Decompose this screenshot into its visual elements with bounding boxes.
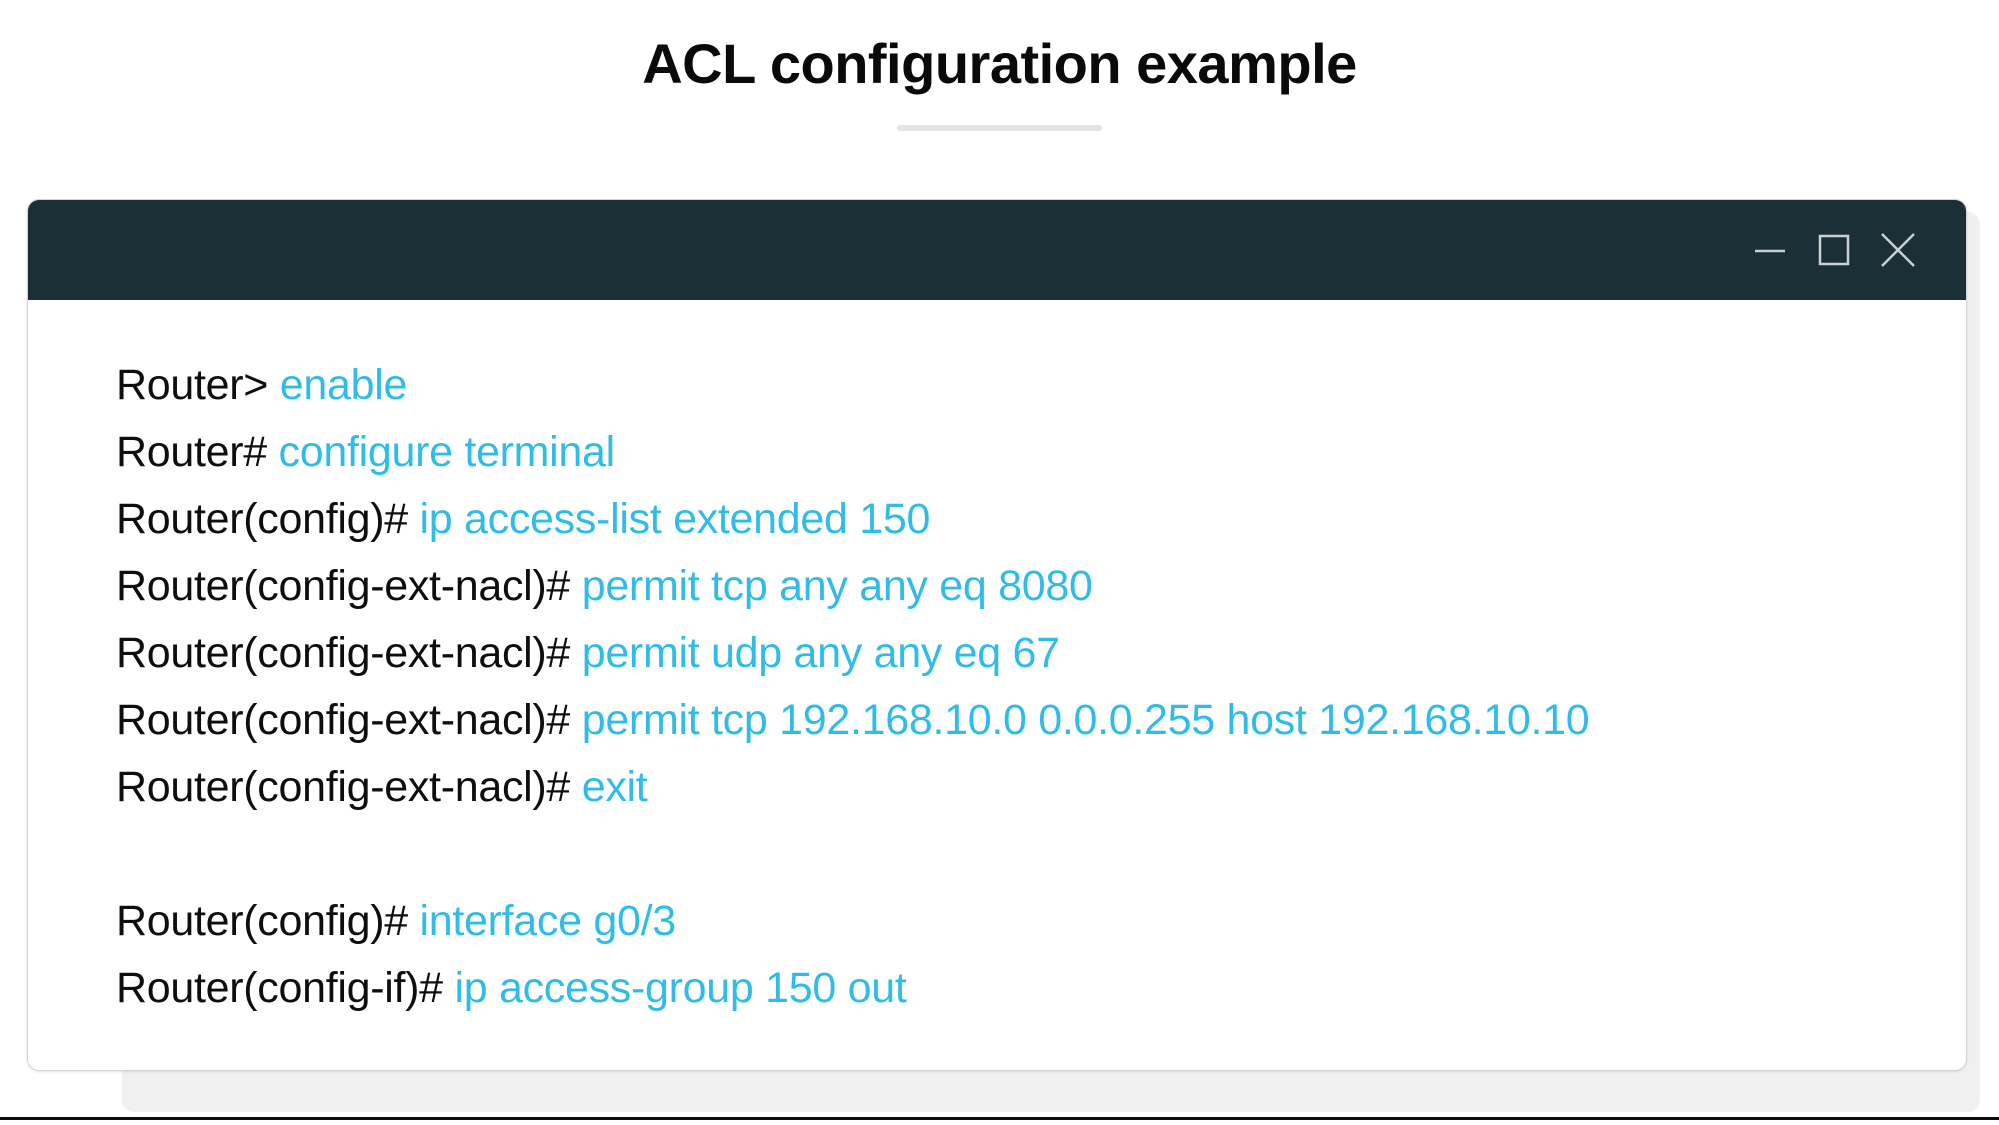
terminal-prompt: Router(config-ext-nacl)# bbox=[116, 629, 582, 677]
terminal-command: ip access-list extended 150 bbox=[419, 495, 931, 543]
terminal-titlebar[interactable] bbox=[28, 200, 1966, 300]
terminal-line: Router(config)# ip access-list extended … bbox=[116, 486, 1926, 553]
minimize-icon bbox=[1749, 229, 1791, 271]
terminal-prompt: Router(config-if)# bbox=[116, 964, 455, 1012]
page-bottom-rule bbox=[0, 1117, 1999, 1120]
page-header: ACL configuration example bbox=[0, 0, 1999, 132]
page-title: ACL configuration example bbox=[642, 32, 1357, 95]
terminal-command: permit tcp any any eq 8080 bbox=[581, 562, 1093, 610]
terminal-command: exit bbox=[581, 763, 648, 811]
terminal-prompt: Router(config-ext-nacl)# bbox=[116, 696, 582, 744]
terminal-prompt: Router> bbox=[116, 361, 280, 409]
terminal-prompt: Router(config-ext-nacl)# bbox=[116, 763, 582, 811]
terminal-line-blank bbox=[116, 821, 1926, 888]
close-icon bbox=[1875, 227, 1921, 273]
terminal-prompt: Router(config-ext-nacl)# bbox=[116, 562, 582, 610]
title-divider bbox=[897, 125, 1102, 132]
minimize-button[interactable] bbox=[1738, 218, 1802, 282]
terminal-command: permit tcp 192.168.10.0 0.0.0.255 host 1… bbox=[581, 696, 1590, 744]
terminal-line: Router> enable bbox=[116, 352, 1926, 419]
terminal-command: permit udp any any eq 67 bbox=[581, 629, 1060, 677]
maximize-button[interactable] bbox=[1802, 218, 1866, 282]
maximize-icon bbox=[1813, 229, 1855, 271]
terminal-prompt: Router(config)# bbox=[116, 495, 420, 543]
terminal-line: Router(config)# interface g0/3 bbox=[116, 888, 1926, 955]
terminal-line: Router(config-ext-nacl)# permit tcp 192.… bbox=[116, 687, 1926, 754]
terminal-command: ip access-group 150 out bbox=[454, 964, 907, 1012]
terminal-command: configure terminal bbox=[278, 428, 616, 476]
terminal-line: Router(config-ext-nacl)# exit bbox=[116, 754, 1926, 821]
terminal-line: Router# configure terminal bbox=[116, 419, 1926, 486]
terminal-prompt: Router(config)# bbox=[116, 897, 420, 945]
terminal-line: Router(config-if)# ip access-group 150 o… bbox=[116, 955, 1926, 1022]
close-button[interactable] bbox=[1866, 218, 1930, 282]
terminal-line: Router(config-ext-nacl)# permit udp any … bbox=[116, 620, 1926, 687]
terminal-prompt: Router# bbox=[116, 428, 279, 476]
terminal-command: enable bbox=[279, 361, 408, 409]
terminal-command: interface g0/3 bbox=[419, 897, 677, 945]
terminal-line: Router(config-ext-nacl)# permit tcp any … bbox=[116, 553, 1926, 620]
